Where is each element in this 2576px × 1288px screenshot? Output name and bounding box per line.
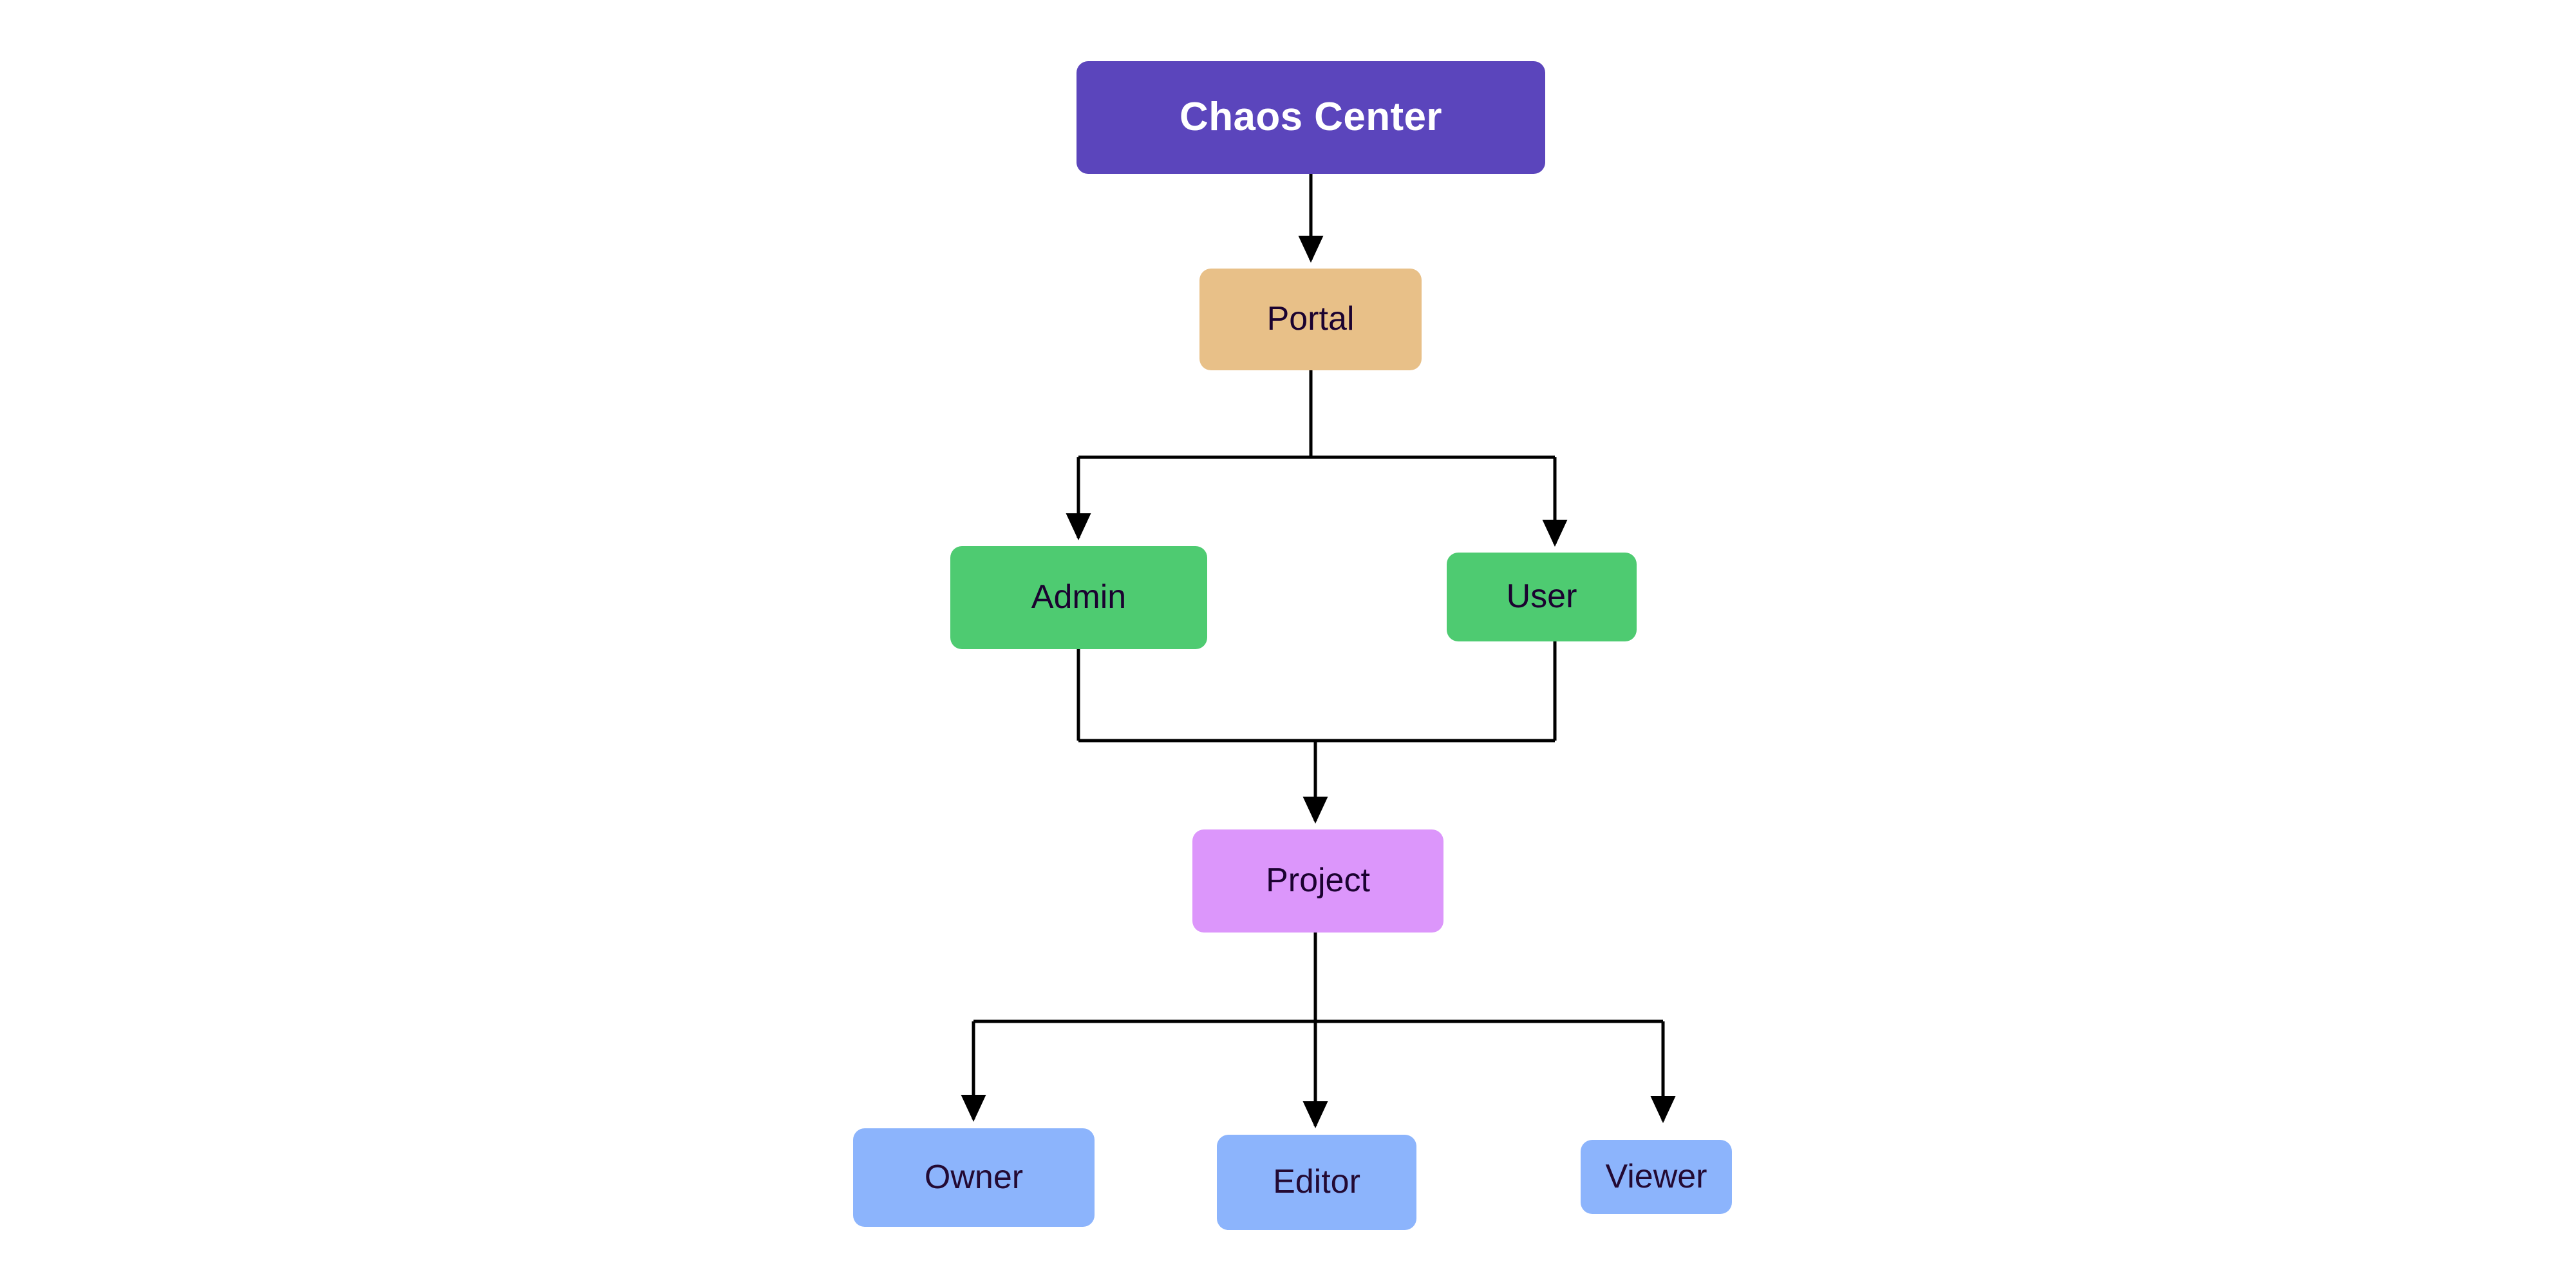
node-chaos-center[interactable]: Chaos Center (1076, 61, 1545, 174)
node-editor[interactable]: Editor (1217, 1135, 1416, 1230)
node-chaos-center-label: Chaos Center (1180, 95, 1442, 140)
node-owner[interactable]: Owner (853, 1128, 1095, 1227)
node-user[interactable]: User (1447, 553, 1637, 641)
node-portal[interactable]: Portal (1199, 269, 1422, 370)
node-admin[interactable]: Admin (950, 546, 1207, 649)
node-portal-label: Portal (1266, 300, 1355, 338)
node-owner-label: Owner (924, 1158, 1024, 1196)
node-editor-label: Editor (1273, 1163, 1360, 1201)
node-user-label: User (1506, 578, 1577, 616)
node-admin-label: Admin (1031, 578, 1127, 616)
node-project[interactable]: Project (1192, 829, 1443, 933)
node-viewer-label: Viewer (1605, 1157, 1707, 1195)
node-project-label: Project (1266, 862, 1370, 900)
node-viewer[interactable]: Viewer (1581, 1140, 1732, 1214)
